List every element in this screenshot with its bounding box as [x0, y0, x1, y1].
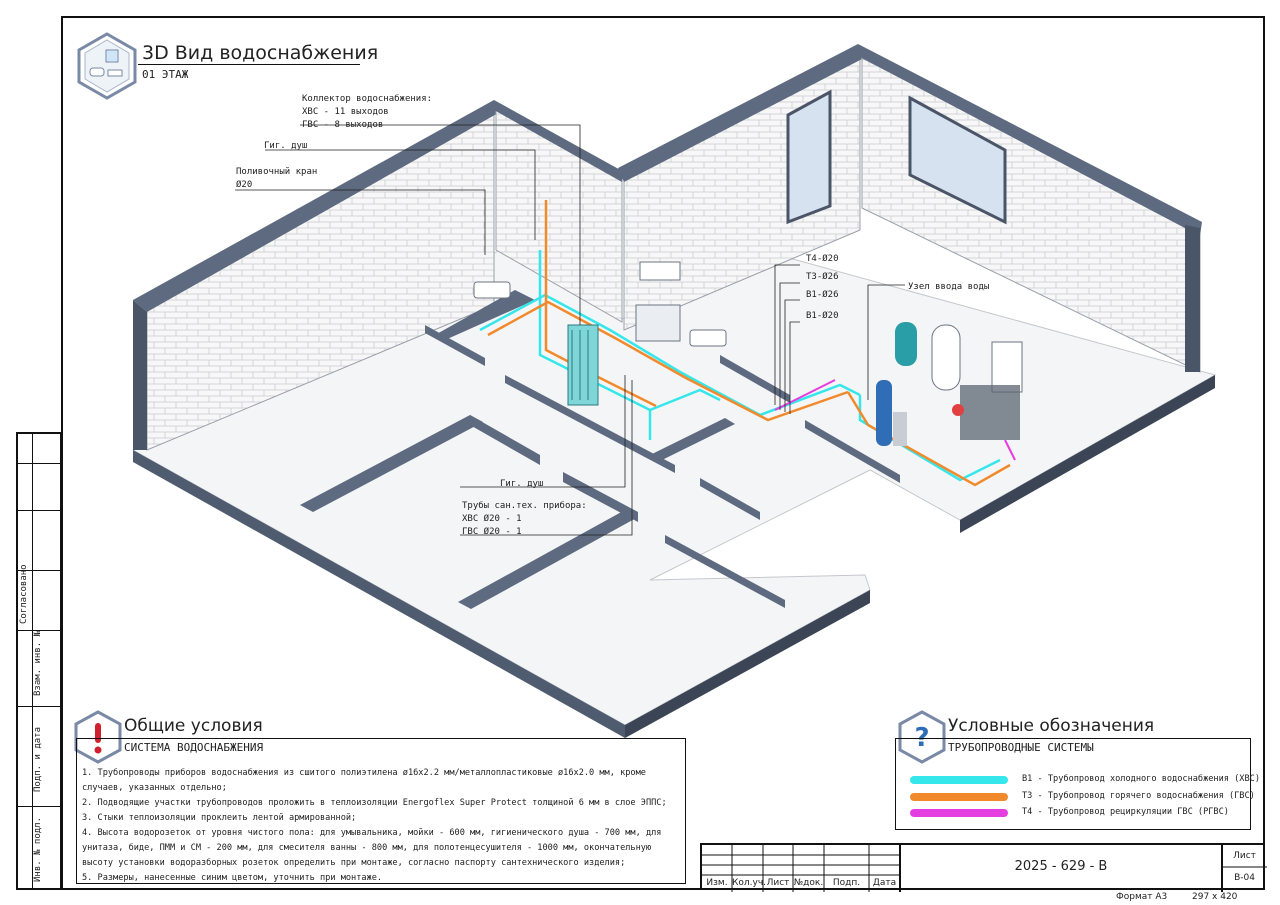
stamp-col-koluch: Кол.уч. — [732, 878, 767, 888]
format-size: 297 x 420 — [1192, 892, 1238, 902]
leader-lines — [235, 124, 905, 536]
floor-label: 01 ЭТАЖ — [142, 68, 189, 81]
pipes-callout: Трубы сан.тех. прибора: ХВС Ø20 - 1 ГВС … — [462, 501, 587, 537]
general-list: 1. Трубопроводы приборов водоснабжения и… — [82, 766, 678, 886]
stamp-col-date: Дата — [872, 878, 897, 888]
inlet-callout: Узел ввода воды — [908, 282, 990, 292]
water-inlet-equipment — [876, 322, 1023, 446]
list-item: 2. Подводящие участки трубопроводов прол… — [82, 798, 667, 808]
legend-subtitle: ТРУБОПРОВОДНЫЕ СИСТЕМЫ — [948, 741, 1094, 754]
b1a-callout: В1-Ø26 — [806, 290, 839, 300]
title-stamp: Изм. Кол.уч. Лист №док. Подп. Дата 2025 … — [700, 843, 1267, 892]
t4-callout: Т4-Ø20 — [806, 254, 839, 264]
title-underline — [138, 64, 360, 65]
t3-callout: Т3-Ø26 — [806, 272, 839, 282]
doc-code: 2025 - 629 - В — [1014, 859, 1108, 874]
collector-callout: Коллектор водоснабжения: ХВС - 11 выходо… — [302, 94, 433, 130]
shower2-callout: Гиг. душ — [500, 479, 544, 489]
wall-left — [133, 100, 500, 451]
page-title: 3D Вид водоснабжения — [142, 42, 379, 64]
b1b-callout: В1-Ø20 — [806, 311, 839, 321]
list-item: 4. Высота водорозеток от уровня чистого … — [82, 828, 662, 868]
bathroom-icon — [77, 32, 137, 100]
collector-manifold — [567, 324, 599, 406]
legend-title: Условные обозначения — [948, 716, 1155, 736]
shower1-callout: Гиг. душ — [264, 141, 308, 151]
stamp-col-list: Лист — [766, 878, 790, 888]
legend-box — [895, 738, 1251, 830]
wall-back-left — [494, 100, 624, 323]
tap-callout: Поливочный кран Ø20 — [236, 167, 318, 190]
list-item: 1. Трубопроводы приборов водоснабжения и… — [82, 768, 646, 793]
format-label: Формат А3 — [1116, 892, 1168, 902]
list-item: 5. Размеры, нанесенные синим цветом, уто… — [82, 873, 383, 883]
wall-back-mid — [618, 44, 864, 331]
recirc-swatch — [910, 809, 1008, 817]
list-item: 3. Стыки теплоизоляции проклеить лентой … — [82, 813, 357, 823]
sheet-label: Лист — [1233, 851, 1256, 861]
stamp-col-doc: №док. — [793, 878, 824, 888]
general-subtitle: СИСТЕМА ВОДОСНАБЖЕНИЯ — [124, 741, 264, 754]
fixtures — [473, 261, 727, 347]
wall-right — [858, 44, 1202, 373]
sheet-number: В-04 — [1234, 873, 1255, 883]
general-title: Общие условия — [124, 716, 263, 736]
hot-swatch — [910, 793, 1008, 801]
general-box — [76, 738, 686, 884]
side-stamp: Согласовано Взам. инв. № Подп. и дата Ин… — [16, 432, 62, 890]
stamp-col-sign: Подп. — [832, 878, 861, 888]
cold-swatch — [910, 776, 1008, 784]
stamp-col-izm: Изм. — [706, 878, 728, 888]
drawing-frame — [61, 16, 1265, 890]
